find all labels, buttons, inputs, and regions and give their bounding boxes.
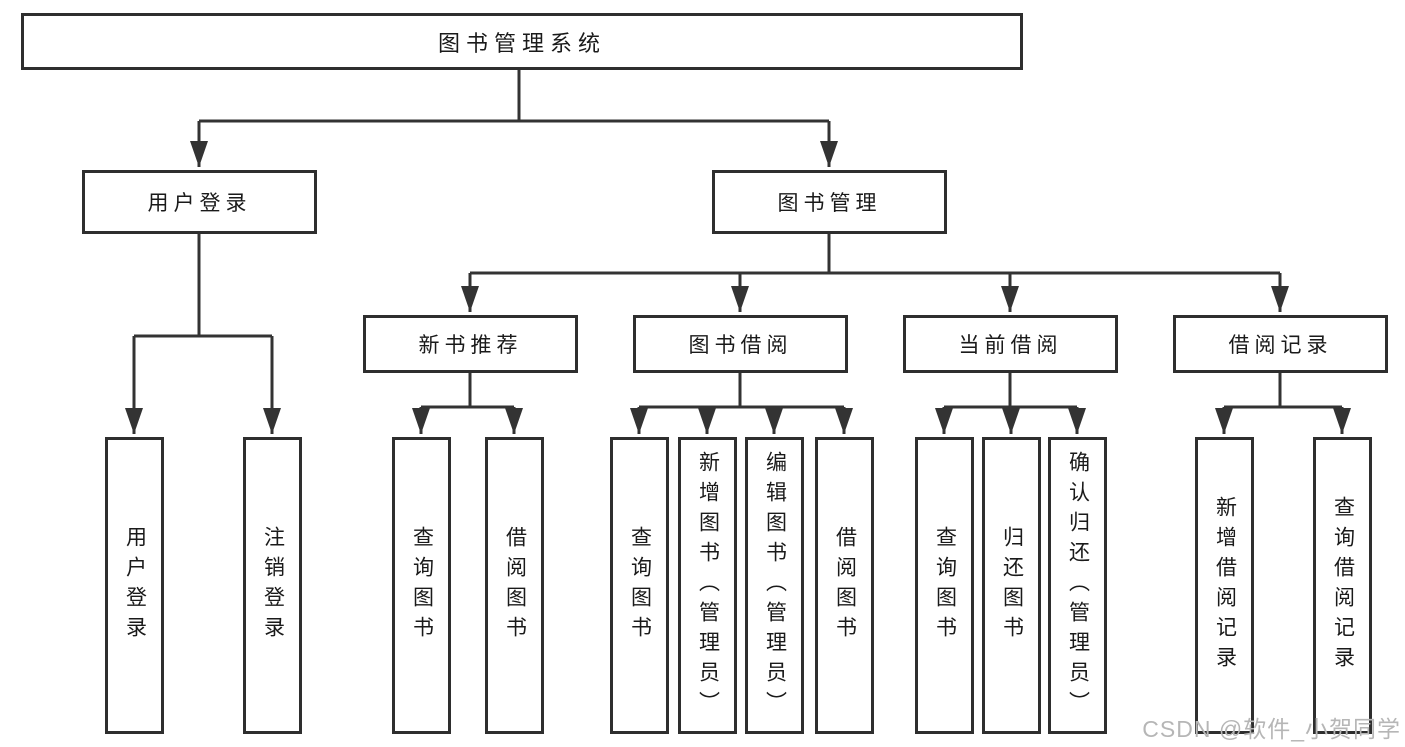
leaf-confirm-return-admin: 确认归还（管理员）	[1048, 437, 1107, 734]
leaf-query-borrow-record: 查询借阅记录	[1313, 437, 1372, 734]
node-library-management-system: 图书管理系统	[21, 13, 1023, 70]
leaf-return-book: 归还图书	[982, 437, 1041, 734]
leaf-user-login: 用户登录	[105, 437, 164, 734]
leaf-add-borrow-record: 新增借阅记录	[1195, 437, 1254, 734]
node-new-book-recommend: 新书推荐	[363, 315, 578, 373]
node-borrow-records: 借阅记录	[1173, 315, 1388, 373]
node-user-login: 用户登录	[82, 170, 317, 234]
csdn-watermark: CSDN @软件_小贺同学	[1142, 716, 1401, 742]
leaf-query-book-current: 查询图书	[915, 437, 974, 734]
leaf-edit-book-admin: 编辑图书（管理员）	[745, 437, 804, 734]
leaf-add-book-admin: 新增图书（管理员）	[678, 437, 737, 734]
leaf-query-book-borrow: 查询图书	[610, 437, 669, 734]
leaf-borrow-book: 借阅图书	[815, 437, 874, 734]
node-current-borrow: 当前借阅	[903, 315, 1118, 373]
node-book-management: 图书管理	[712, 170, 947, 234]
leaf-logout: 注销登录	[243, 437, 302, 734]
leaf-query-book-recommend: 查询图书	[392, 437, 451, 734]
leaf-borrow-book-recommend: 借阅图书	[485, 437, 544, 734]
node-book-borrow: 图书借阅	[633, 315, 848, 373]
